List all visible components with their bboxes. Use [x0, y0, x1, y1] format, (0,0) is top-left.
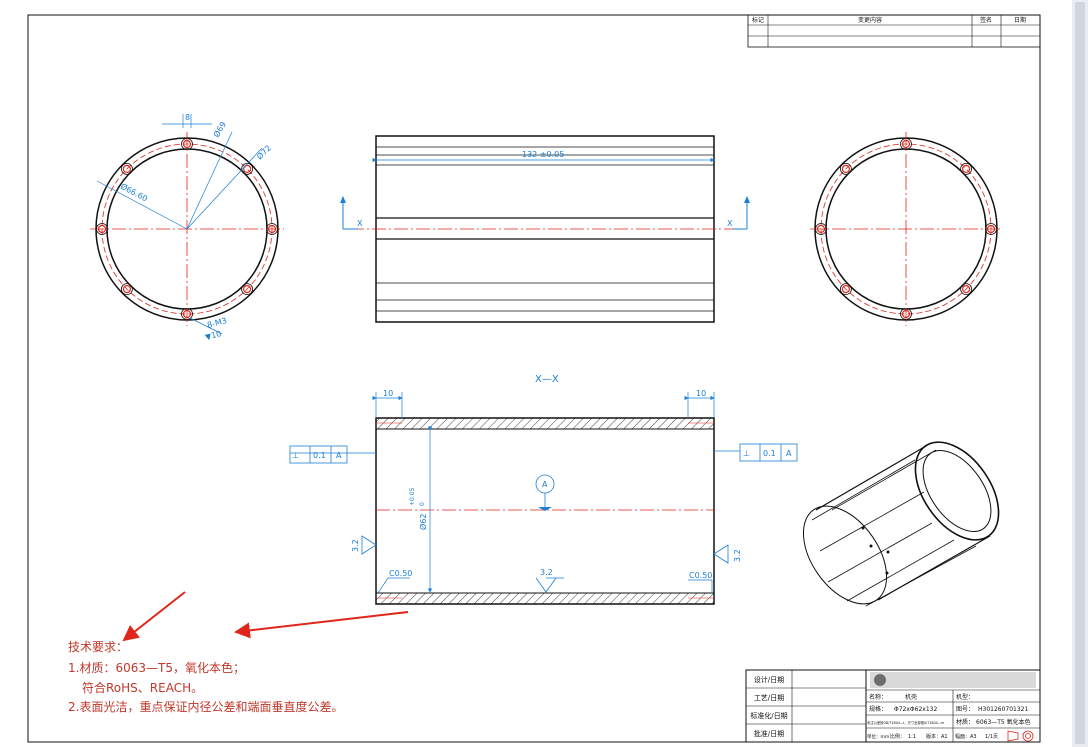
- tb-standard: 标准化/日期: [750, 711, 787, 720]
- technical-notes: 技术要求： 1.材质：6063—T5，氧化本色； 符合RoHS、REACH。 2…: [68, 640, 343, 714]
- tb-spec-value: Φ72xΦ62x132: [894, 706, 937, 713]
- company-logo-redacted: [870, 672, 1036, 688]
- tb-scale-label: 比例：: [890, 733, 905, 740]
- section-view: X—X 10 10 Ø62 +0.05 0 ⊥ 0.1 A ⊥ 0.1 A: [289, 374, 798, 605]
- tapped-hole: [962, 164, 971, 173]
- hole-boss: [960, 283, 973, 296]
- isometric-view: [802, 441, 1000, 607]
- dim-length: 132 ±0.05: [522, 150, 564, 159]
- projection-symbol-icon: [1007, 730, 1034, 742]
- tb-version: 版本：A1: [926, 733, 948, 740]
- end-view-left: 8 Ø69 Ø72 Ø66.60 8-M3 ▼10: [90, 113, 284, 342]
- tapped-hole: [841, 164, 850, 173]
- dim-dia-69: Ø69: [211, 120, 228, 139]
- tb-approve: 批准/日期: [754, 729, 784, 738]
- end-view-right: [810, 132, 1002, 326]
- section-marker-left: X: [357, 219, 363, 228]
- hole-boss: [120, 283, 133, 296]
- dim-bore-tol-lower: 0: [419, 502, 426, 506]
- sheet-border: [27, 14, 1041, 743]
- title-block: 设计/日期 工艺/日期 标准化/日期 批准/日期 名称： 机壳 机型： 规格： …: [745, 669, 1041, 743]
- roughness-bottom: 3.2: [540, 568, 553, 577]
- tb-unit: 单位：mm: [867, 733, 889, 740]
- tb-page: 1/1页: [985, 734, 998, 740]
- perp-tol-left: 0.1: [313, 451, 326, 460]
- perp-datum-left: A: [336, 451, 342, 460]
- perp-symbol-right: ⊥: [743, 449, 750, 458]
- tb-material-value: 6063—T5 氧化本色: [976, 718, 1031, 726]
- dim-dia-66: Ø66.60: [119, 181, 149, 204]
- tb-drawing-no-value: H301260701321: [978, 706, 1029, 713]
- dim-bore: Ø62: [418, 514, 428, 530]
- hole-boss: [960, 162, 973, 175]
- tapped-hole: [243, 285, 252, 294]
- scrollbar-thumb[interactable]: [1075, 2, 1085, 744]
- hole-boss: [839, 162, 852, 175]
- dim-hole-depth: ▼10: [204, 329, 222, 342]
- section-marker-right: X: [727, 219, 733, 228]
- tb-drawing-no-label: 图号：: [956, 706, 974, 713]
- dim-hole-note: 8-M3: [206, 316, 228, 330]
- annotation-arrow-1: [122, 591, 186, 642]
- tb-design: 设计/日期: [754, 675, 784, 684]
- tapped-hole: [122, 164, 131, 173]
- notes-title: 技术要求：: [68, 640, 128, 654]
- tapped-hole: [841, 285, 850, 294]
- chamfer-right: C0.50: [689, 571, 712, 580]
- hole-boss: [839, 283, 852, 296]
- revision-block: 标记 变更内容 签名 日期: [747, 14, 1041, 48]
- rev-col-content: 变更内容: [858, 16, 882, 24]
- tapped-hole: [122, 285, 131, 294]
- dim-end-right: 10: [696, 389, 706, 398]
- tapped-hole: [962, 285, 971, 294]
- tb-name-label: 名称：: [869, 693, 887, 701]
- tb-spec-label: 规格：: [869, 705, 887, 713]
- dim-end-left: 10: [383, 389, 393, 398]
- notes-line-2: 符合RoHS、REACH。: [82, 680, 203, 695]
- datum-a-circle: A: [542, 480, 548, 489]
- perp-tol-right: 0.1: [763, 449, 776, 458]
- rev-col-mark: 标记: [752, 16, 764, 24]
- section-title: X—X: [535, 374, 559, 385]
- front-view: 132 ±0.05 X X: [340, 135, 750, 323]
- dim-slot-width: 8: [185, 113, 190, 122]
- hole-boss: [241, 283, 254, 296]
- roughness-left: 3.2: [351, 539, 360, 552]
- hole-boss: [120, 162, 133, 175]
- tb-material-label: 材质：: [956, 718, 974, 726]
- tb-model-label: 机型：: [956, 693, 974, 701]
- notes-line-3: 2.表面光洁，重点保证内径公差和端面垂直度公差。: [68, 699, 343, 714]
- tb-size: 幅面：A3: [955, 733, 977, 740]
- tb-scale-value: 1:1: [908, 734, 916, 740]
- chamfer-left: C0.50: [389, 569, 412, 578]
- roughness-right: 3.2: [733, 549, 742, 562]
- perp-datum-right: A: [786, 449, 792, 458]
- rev-col-sign: 签名: [980, 16, 992, 24]
- hole-boss: [241, 162, 254, 175]
- dim-dia-72: Ø72: [254, 143, 273, 162]
- company-logo-icon: [874, 674, 886, 686]
- tapped-hole: [243, 164, 252, 173]
- tb-name-value: 机壳: [905, 693, 917, 701]
- annotation-arrow-2: [234, 611, 409, 639]
- tb-process: 工艺/日期: [754, 694, 784, 702]
- dim-bore-tol-upper: +0.05: [409, 487, 416, 506]
- notes-line-1: 1.材质：6063—T5，氧化本色；: [68, 661, 245, 675]
- rev-col-date: 日期: [1014, 16, 1026, 24]
- perp-symbol-left: ⊥: [292, 451, 299, 460]
- tb-tolerance-note: 未注公差按GB/T1804—f，尺寸全部按0/T1804—m: [867, 720, 944, 725]
